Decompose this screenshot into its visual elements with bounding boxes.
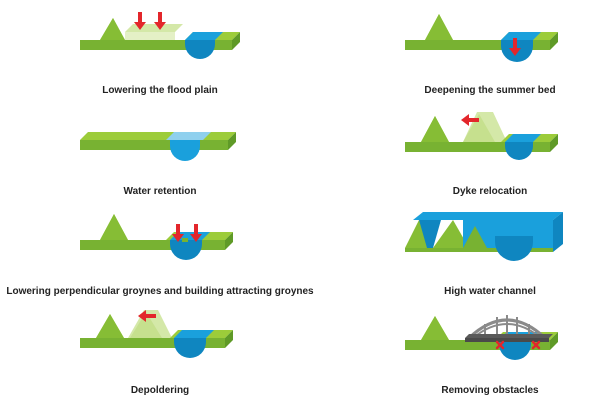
floodplain-ghost	[125, 24, 183, 32]
panel-high-water-channel: High water channel	[300, 200, 600, 300]
caption-depoldering: Depoldering	[130, 385, 190, 396]
dyke-front	[100, 18, 125, 40]
panel-depoldering: Depoldering	[0, 300, 300, 402]
river-bed	[495, 236, 533, 261]
caption-water-retention: Water retention	[123, 186, 197, 197]
dyke-ghost-front	[463, 114, 495, 142]
panel-lowering-flood-plain: Lowering the flood plain	[0, 0, 300, 100]
grass-side	[550, 134, 558, 152]
high-water-channel-illustration	[405, 212, 563, 261]
caption-dyke-relocation: Dyke relocation	[452, 186, 528, 197]
river-water	[174, 330, 214, 338]
channel-water-left	[419, 220, 441, 248]
groyne	[182, 238, 188, 242]
lowering-flood-plain-illustration	[80, 12, 240, 59]
dyke-front	[425, 14, 453, 40]
river-bed	[499, 340, 531, 360]
left-arrow-icon	[138, 310, 156, 322]
panel-removing-obstacles: Removing obstacles	[300, 300, 600, 402]
caption-removing-obstacles: Removing obstacles	[441, 385, 539, 396]
river-water	[505, 134, 541, 142]
panel-water-retention: Water retention	[0, 100, 300, 200]
deepening-summer-bed-illustration	[405, 14, 558, 62]
grass-side	[550, 32, 558, 50]
caption-lowering-groynes: Lowering perpendicular groynes and build…	[6, 286, 314, 297]
caption-high-water-channel: High water channel	[444, 286, 536, 297]
grass-side	[232, 32, 240, 50]
bridge-icon	[465, 315, 553, 342]
retention-water-top	[166, 132, 211, 140]
grass-top	[80, 132, 236, 140]
down-arrow-icon	[134, 12, 166, 30]
dyke-front	[421, 316, 449, 340]
depoldering-illustration	[80, 310, 233, 358]
grass-side	[228, 132, 236, 150]
water-retention-illustration	[80, 132, 236, 161]
caption-lowering-flood-plain: Lowering the flood plain	[102, 85, 218, 96]
grass-front	[80, 240, 225, 250]
grass-front	[80, 140, 228, 150]
river-bed	[170, 240, 202, 260]
grass-side	[225, 232, 233, 250]
river-water	[185, 32, 223, 40]
cross-icon	[495, 340, 541, 350]
removing-obstacles-illustration	[405, 315, 558, 360]
dyke-front	[421, 116, 449, 142]
floodplain-ghost-front	[125, 32, 175, 40]
river-bed	[185, 40, 215, 59]
channel-water-top	[413, 212, 563, 220]
dyke-front	[100, 214, 128, 240]
panel-lowering-groynes: Lowering perpendicular groynes and build…	[0, 200, 314, 300]
down-arrow-icon	[172, 224, 202, 242]
panel-dyke-relocation: Dyke relocation	[300, 100, 600, 200]
left-arrow-icon	[461, 114, 479, 126]
grass-side	[550, 332, 558, 350]
river-water	[501, 32, 541, 40]
grass-side	[225, 330, 233, 348]
river-bed	[174, 338, 206, 358]
dyke-right	[463, 226, 487, 248]
dyke-relocation-illustration	[405, 112, 558, 160]
river-bowl	[170, 142, 200, 161]
dyke-front	[96, 314, 124, 338]
grass-side	[553, 212, 563, 252]
down-arrow-icon	[509, 38, 521, 56]
lowering-groynes-illustration	[80, 214, 233, 260]
river-bed	[505, 142, 533, 160]
caption-deepening-summer-bed: Deepening the summer bed	[424, 85, 556, 96]
dyke-middle	[433, 220, 469, 248]
dyke-ghost-front	[130, 312, 162, 338]
panel-deepening-summer-bed: Deepening the summer bed	[300, 0, 600, 100]
